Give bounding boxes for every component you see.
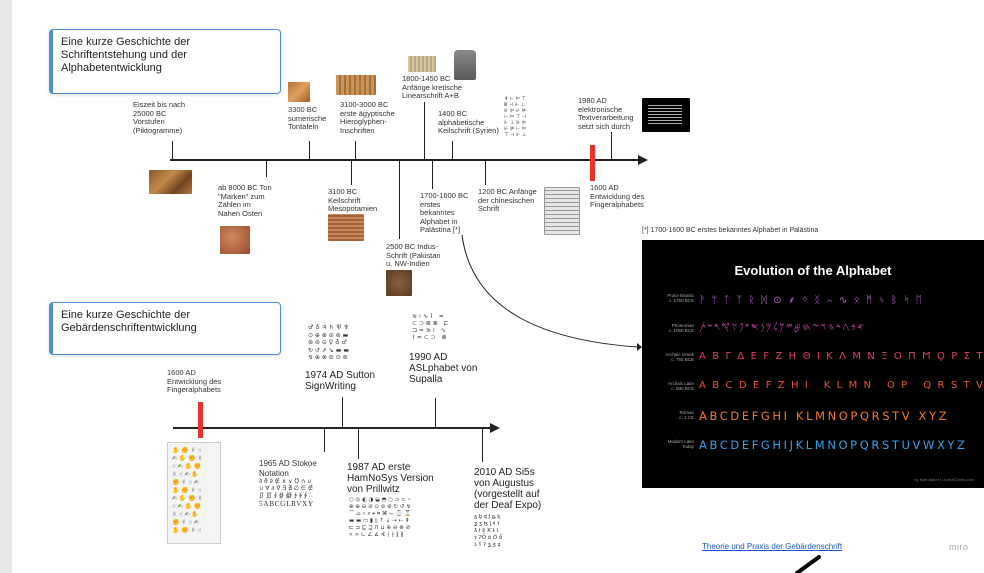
timeline-tick: [358, 427, 359, 459]
timeline-tick: [482, 427, 483, 462]
timeline-tick: [611, 132, 612, 159]
timeline-tick: [324, 427, 325, 452]
fingeralphabet-engraving-image[interactable]: ✋ ✊ ✌ ☝ ✍ ✋ ✊ ✌ ☝ ✍ ✋ ✊ ✌ ☝ ✍ ✋ ✊ ✌ ☝ ✍ …: [167, 442, 221, 544]
alphabet-credit: by Matt Baker | UsefulCharts.com: [914, 477, 974, 482]
reference-link[interactable]: Theorie und Praxis der Gebärdenschrift: [702, 542, 843, 551]
cursor-icon: [795, 555, 821, 573]
timeline-axis-writing: [170, 159, 642, 161]
event-1974-signwriting: 1974 AD Sutton SignWriting: [305, 370, 376, 392]
miro-logo: miro: [949, 542, 969, 552]
connector-arrow: [461, 234, 642, 351]
sumerian-tablet-image[interactable]: [288, 82, 310, 102]
alphabet-row-label: Modern Latin Today: [667, 439, 694, 449]
fingeralphabet-marker-2: [198, 402, 203, 438]
event-8000bc: ab 8000 BC Ton "Marken" zum Zählen im Na…: [218, 183, 272, 218]
timeline-tick: [172, 141, 173, 159]
signwriting-sample-image[interactable]: ♂ ♁ ♃ ♄ ♅ ♆ ⊙ ⊕ ⊗ ⊘ ⊚ ▬ ⊛ ⊜ ⊝ ♀ ♁ ♂ ↻ ↺ …: [308, 324, 349, 361]
whiteboard-canvas[interactable]: Eine kurze Geschichte der Schriftentsteh…: [12, 0, 984, 573]
stele-image[interactable]: [454, 50, 476, 80]
timeline-arrowhead: [490, 423, 500, 433]
event-3100bc-cuneiform: 3100 BC Keilschrift Mesopotamien: [328, 187, 378, 213]
event-1600ad-sign: 1600 AD Entwicklung des Fingeralphabets: [167, 368, 222, 394]
event-1987-hamnosys: 1987 AD erste HamNoSys Version von Prill…: [347, 462, 434, 495]
timeline-tick: [309, 141, 310, 159]
timeline-tick: [342, 397, 343, 427]
linear-a-image[interactable]: [408, 56, 436, 72]
event-2500bc: 2500 BC Indus- Schrift (Pakistan u. NW-I…: [386, 242, 441, 268]
alphabet-row-letters: ABCDEFGHIJKLMNOPQRSTUVWXYZ: [699, 438, 968, 452]
si5s-sample-image[interactable]: ᵹ ᶀ ᶁ ᶂ ᶃ ᶄ ʓ ʒ ɮ ɭ ɬ ɫ ƛ ƚ ƙ Ƙ Ɨ Ɩ ɂ ɁȰ…: [474, 514, 503, 548]
engraving-hands: ✋ ✊ ✌ ☝ ✍ ✋ ✊ ✌ ☝ ✍ ✋ ✊ ✌ ☝ ✍ ✋ ✊ ✌ ☝ ✍ …: [172, 447, 203, 534]
timeline-axis-sign: [173, 427, 493, 429]
event-1990-aslphabet: 1990 AD ASLphabet von Supalla: [409, 352, 478, 385]
timeline-tick: [399, 159, 400, 239]
cuneiform-tablet-image[interactable]: [328, 214, 364, 241]
event-1700bc: 1700-1600 BC erstes bekanntes Alphabet i…: [420, 191, 469, 234]
title-card-writing-history[interactable]: Eine kurze Geschichte der Schriftentsteh…: [49, 29, 281, 94]
screen-text-lines: [648, 104, 682, 126]
timeline-tick: [485, 159, 486, 185]
timeline-tick: [351, 159, 352, 185]
evolution-of-alphabet-chart[interactable]: Evolution of the Alphabet Proto-Sinaitic…: [642, 240, 984, 488]
title-card-sign-writing[interactable]: Eine kurze Geschichte der Gebärdenschrif…: [49, 302, 281, 355]
event-1800bc: 1800-1450 BC Anfänge kretische Linearsch…: [402, 74, 463, 100]
fingeralphabet-marker: [590, 145, 595, 181]
title-card-writing-text: Eine kurze Geschichte der Schriftentsteh…: [61, 36, 191, 74]
alphabet-row-label: Archaic Greek c. 750 BCE: [665, 352, 694, 362]
alphabet-row-letters: A B C D E F Z H I K L M N O P Q R S T V …: [699, 380, 984, 391]
alphabet-chart-title: Evolution of the Alphabet: [734, 263, 892, 278]
ugaritic-chart-image[interactable]: ↟ ⊢ ⊨ ⊤ ⅲ ⊣ ⊩ ⊥ ⊪ ⊫ ⊬ ⊭ ⊢ ⊨ ⊤ ⊣ ⊩ ⊥ ⊪ ⊫ …: [504, 96, 527, 138]
alphabet-row-label: Phoenician c. 1050 BCE: [668, 323, 694, 333]
oracle-bone-image[interactable]: [544, 187, 580, 235]
timeline-arrowhead: [638, 155, 648, 165]
aslphabet-sample-image[interactable]: ≋ ≀ ∿ ⌇ ≍ ⊂ ⊃ ⋐ ⋑ ⊏ ⊐ ≈ ≋ ≀ ∿ ⌇ ≍ ⊂ ⊃ ⋐: [412, 313, 449, 341]
alphabet-row-letters: 𐤀𐤁𐤂𐤃𐤄𐤅𐤆𐤇𐤈𐤉𐤊𐤋𐤌𐤍𐤎𐤏𐤐𐤑𐤒𐤓𐤔𐤕: [699, 322, 867, 333]
stokoe-letters: 5ABCGLRVXY: [259, 499, 314, 508]
timeline-tick: [266, 159, 267, 177]
event-3100bc-hieroglyphs: 3100-3000 BC erste ägyptische Hieroglyph…: [340, 100, 395, 135]
timeline-tick: [355, 141, 356, 159]
event-1980ad: 1980 AD elektronische Textverarbeitung s…: [578, 96, 634, 131]
event-2010-si5s: 2010 AD Si5s von Augustus (vorgestellt a…: [474, 467, 542, 511]
hieroglyph-image[interactable]: [336, 75, 376, 95]
footnote-alphabet: [*] 1700-1600 BC erstes bekanntes Alphab…: [642, 227, 819, 234]
indus-seal-image[interactable]: [386, 270, 412, 296]
event-1200bc: 1200 BC Anfänge der chinesischen Schrift: [478, 187, 537, 213]
event-1400bc: 1400 BC alphabetische Keilschrift (Syrie…: [438, 109, 499, 135]
word-processor-image[interactable]: [642, 98, 690, 132]
alphabet-row-letters: ABCDEFGHI KLMNOPQRSTV XYZ: [699, 409, 950, 423]
cave-painting-image[interactable]: [149, 170, 192, 194]
event-3300bc: 3300 BC sumerische Tontafeln: [288, 105, 327, 131]
alphabet-row-label: Archaic Latin c. 500 BCE: [667, 381, 694, 391]
alphabet-row-label: Proto-Sinaitic c. 1750 BCE: [667, 293, 694, 303]
alphabet-row-letters: Α Β Γ Δ Ε Ϝ Ζ Η Θ Ι Κ Λ Μ Ν Ξ Ο Π Ϻ Ϙ Ρ …: [699, 351, 984, 362]
timeline-tick: [452, 141, 453, 159]
title-card-sign-text: Eine kurze Geschichte der Gebärdenschrif…: [61, 309, 197, 334]
timeline-tick: [435, 398, 436, 427]
timeline-tick: [424, 102, 425, 159]
event-1965-stokoe: 1965 AD Stokoe Notation: [259, 459, 317, 478]
hamnosys-sample-image[interactable]: ○ ◎ ◐ ◑ ◒ ◓ ○ ⊃ ⊂ ∘ ⊗ ⊕ ⊖ ⊘ ⊙ ⊚ ⊛ ↻ ↺ ↯ …: [349, 497, 411, 538]
event-eiszeit: Eiszeit bis nach 25000 BC Vorstufen (Pik…: [133, 100, 186, 135]
timeline-tick: [432, 159, 433, 189]
alphabet-row-label: Roman c. 1 CE: [679, 410, 694, 420]
event-1600ad-fingeralphabet: 1600 AD Entwicklung des Fingeralphabets: [590, 183, 645, 209]
alphabet-row-letters: ᚹ ᛘ ᛏ ᛉ ᚱ ᛞ ⊙ ⸙ ᛜ ᛝ ⌒ ∿ ᛟ ᛗ ᛃ ᛒ ᛋ ᛖ: [699, 295, 924, 306]
clay-token-image[interactable]: [220, 226, 250, 254]
stokoe-notation-image[interactable]: ∂ ϑ ∂ ∉ ∧ ∨ ℧ ∩ ∪ ∪ ∀ ∂ ∇ ∃ ∄ ∅ ∈ ∉ ∬ ∭ …: [259, 478, 314, 499]
